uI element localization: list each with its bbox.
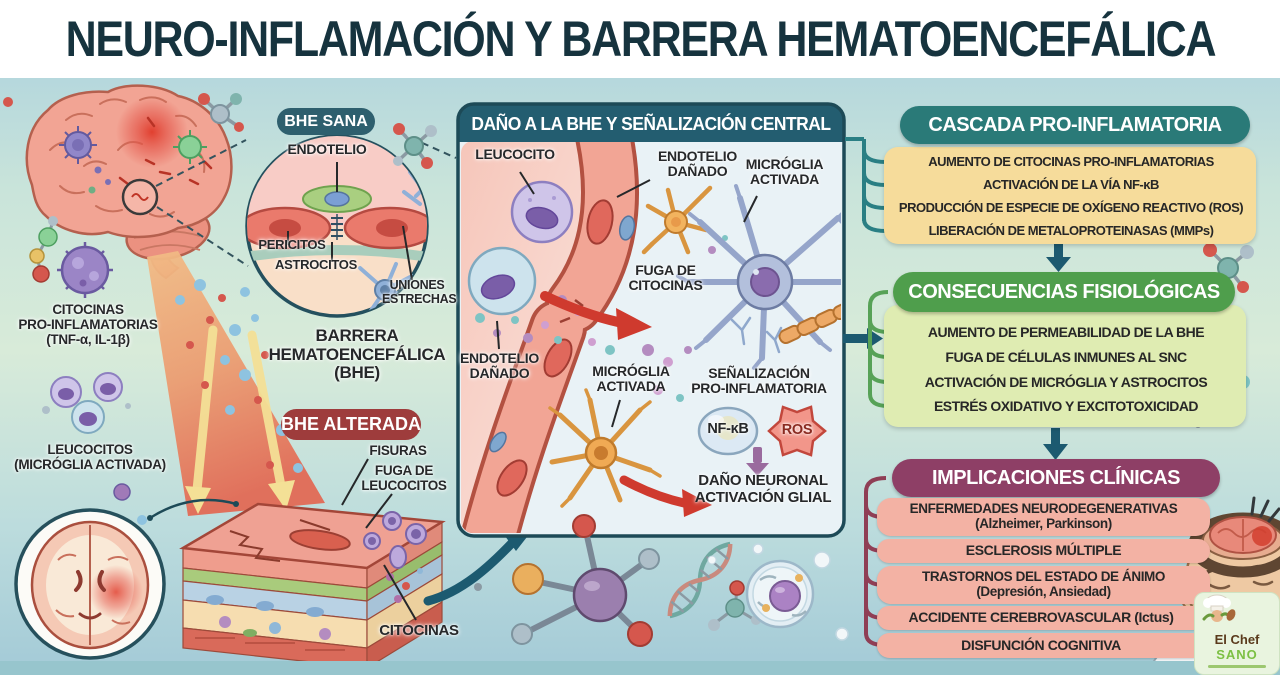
consequences-item: ACTIVACIÓN DE MICRÓGLIA Y ASTROCITOS (924, 373, 1208, 390)
dna-helix-icon (667, 541, 733, 619)
logo-name-bottom: SANO (1216, 647, 1258, 663)
clinical-item: ACCIDENTE CEREBROVASCULAR (Ictus) (877, 606, 1205, 630)
molecule-chain-icon (3, 97, 58, 283)
molecule-icon (393, 123, 437, 169)
leukocyte-cell-icon (510, 180, 574, 244)
clinical-bracket (864, 476, 887, 647)
myelinated-axon-icon (778, 300, 841, 345)
central-panel-title: DAÑO A LA BHE Y SEÑALIZACIÓN CENTRAL (471, 113, 831, 134)
central-panel-illustration (456, 102, 846, 538)
fisuras-label: FISURAS (369, 443, 427, 458)
leukocytes-label: LEUCOCITOS (MICRÓGLIA ACTIVADA) (14, 442, 166, 472)
bhe-sana-badge: BHE SANA (277, 108, 375, 135)
cytokines-label: CITOCINAS PRO-INFLAMATORIAS (TNF-α, IL-1… (18, 302, 158, 347)
endotelio-danado-left-label: ENDOTELIO DAÑADO (460, 350, 539, 382)
cascade-item: AUMENTO DE CITOCINAS PRO-INFLAMATORIAS (928, 154, 1214, 170)
cytokine-trail-dots (475, 235, 728, 402)
stress-lines-icon (1250, 496, 1280, 523)
logo-tagline-bar (1208, 665, 1266, 668)
molecule-icon (198, 93, 244, 132)
leucocito-label: LEUCOCITO (475, 146, 555, 162)
consequences-item: ESTRÉS OXIDATIVO Y EXCITOTOXICIDAD (933, 397, 1199, 414)
leukocyte-cluster-icon (42, 372, 131, 434)
fuga-leucocitos-label: FUGA DE LEUCOCITOS (361, 463, 447, 493)
dano-neuronal-label: DAÑO NEURONAL ACTIVACIÓN GLIAL (694, 472, 832, 506)
consequences-item: AUMENTO DE PERMEABILIDAD DE LA BHE (927, 323, 1205, 340)
cascade-box-body (884, 147, 1256, 244)
cascade-item: ACTIVACIÓN DE LA VÍA NF-κB (983, 177, 1159, 193)
astrocyte-silhouette-icon (730, 316, 783, 354)
consequences-bracket (868, 290, 889, 408)
endotelio-label: ENDOTELIO (287, 141, 367, 157)
microglia-activada-mid-label: MICRÓGLIA ACTIVADA (592, 363, 670, 395)
clinical-item: ESCLEROSIS MÚLTIPLE (877, 539, 1210, 563)
citocinas-label: CITOCINAS (379, 622, 459, 639)
down-arrow-1 (1046, 243, 1071, 272)
down-arrow-2 (1043, 428, 1068, 460)
consequences-item: FUGA DE CÉLULAS INMUNES AL SNC (945, 348, 1187, 365)
bhe-alterada-badge: BHE ALTERADA (281, 409, 421, 440)
virus-cell-icon (57, 242, 113, 298)
cascade-item: PRODUCCIÓN DE ESPECIE DE OXÍGENO REACTIV… (898, 200, 1244, 216)
consequences-box-header: CONSECUENCIAS FISIOLÓGICAS (893, 272, 1235, 312)
nfkb-label: NF-κB (707, 421, 749, 437)
cell-icon (707, 543, 849, 641)
label-pointer-lines (496, 171, 758, 428)
cascade-item: LIBERACIÓN DE METALOPROTEINASAS (MMPs) (928, 223, 1214, 239)
small-molecule-icon (708, 580, 761, 631)
title-bar: NEURO-INFLAMACIÓN Y BARRERA HEMATOENCEFÁ… (0, 0, 1280, 78)
leukocyte-cell-icon-2 (467, 246, 537, 316)
bottom-strip (0, 661, 1280, 675)
clinical-box-header: IMPLICACIONES CLÍNICAS (892, 459, 1220, 497)
bhe-tissue-block (179, 502, 446, 670)
ros-starburst (767, 405, 827, 457)
bhe-title-label: BARRERA HEMATOENCEFÁLICA (BHE) (268, 326, 446, 383)
astrocitos-label: ASTROCITOS (275, 257, 357, 272)
clinical-item: TRASTORNOS DEL ESTADO DE ÁNIMO (Depresió… (877, 566, 1210, 604)
ros-label: ROS (781, 422, 813, 438)
red-arrow-leak (540, 291, 623, 327)
endotelio-danado-top-label: ENDOTELIO DAÑADO (658, 148, 737, 180)
pericitos-label: PERICITOS (258, 237, 326, 252)
page-title: NEURO-INFLAMACIÓN Y BARRERA HEMATOENCEFÁ… (65, 11, 1216, 67)
cascade-bracket (845, 137, 887, 233)
zoom-dashed-lines (155, 132, 457, 267)
chef-icon (1202, 594, 1236, 622)
purple-down-arrow (753, 447, 762, 463)
cascade-box-header: CASCADA PRO-INFLAMATORIA (900, 106, 1250, 144)
green-cell-icon (173, 130, 207, 164)
microglia-cell-icon (59, 126, 97, 164)
clinical-item: ENFERMEDADES NEURODEGENERATIVAS (Alzheim… (877, 498, 1210, 536)
coronal-brain-inset (14, 498, 239, 660)
uniones-estrechas-label: UNIONES ESTRECHAS (382, 278, 457, 306)
microglia-activada-top-label: MICRÓGLIA ACTIVADA (745, 156, 824, 188)
activated-microglia-bottom-icon (548, 388, 662, 508)
senalizacion-label: SEÑALIZACIÓN PRO-INFLAMATORIA (691, 365, 827, 397)
brand-logo: El Chef SANO (1194, 592, 1280, 675)
activated-microglia-large-icon (676, 184, 841, 370)
inflammation-beam (113, 251, 325, 525)
molecule-ballstick-icon (474, 514, 660, 647)
red-arrow-damage (619, 475, 689, 508)
fuga-citocinas-label: FUGA DE CITOCINAS (628, 262, 703, 294)
tight-junction-icon (331, 214, 343, 240)
cytokine-dots (113, 279, 303, 525)
consequences-box-body (884, 305, 1246, 427)
logo-name-top: El Chef (1214, 632, 1260, 648)
clinical-item: DISFUNCIÓN COGNITIVA (877, 633, 1205, 658)
